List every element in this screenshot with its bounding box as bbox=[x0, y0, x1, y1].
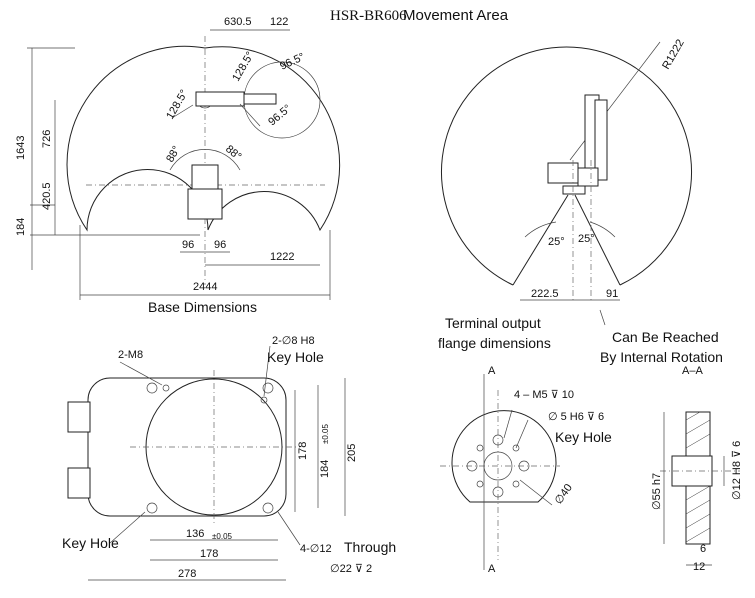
section-mark-top: A bbox=[488, 365, 496, 377]
dim-184-top: 184 bbox=[15, 218, 27, 236]
side-view-reach: R1222 25° 25° 222.5 91 bbox=[441, 37, 692, 301]
base-pin-hole-label: 2-∅8 H8 bbox=[272, 335, 315, 347]
angle-25-right: 25° bbox=[578, 233, 595, 245]
dim-178-horizontal: 178 bbox=[200, 548, 218, 560]
dim-122-top: 122 bbox=[270, 16, 288, 28]
tol-136: ±0.05 bbox=[212, 532, 233, 541]
dim-222-5: 222.5 bbox=[531, 288, 559, 300]
dim-2444: 2444 bbox=[193, 281, 217, 293]
key-hole-label-2: Key Hole bbox=[62, 535, 119, 551]
base-m8-label: 2-M8 bbox=[118, 349, 143, 361]
angle-96-5-bottom: 96.5° bbox=[266, 103, 293, 129]
reach-circle bbox=[441, 46, 692, 286]
dim-91: 91 bbox=[606, 288, 618, 300]
dim-12-h8: ∅12 H8 ⊽ 6 bbox=[731, 441, 743, 500]
flange-caption-line1: Terminal output bbox=[445, 315, 541, 331]
dim-278: 278 bbox=[178, 568, 196, 580]
dim-630-5: 630.5 bbox=[224, 16, 252, 28]
base-plan-view: 2-M8 2-∅8 H8 Key Hole 178 184 ±0.05 205 … bbox=[62, 335, 396, 581]
radius-r1222: R1222 bbox=[660, 37, 687, 71]
dim-96-left: 96 bbox=[182, 239, 194, 251]
hole-12-label: 4-∅12 bbox=[300, 543, 332, 555]
counterbore-label: ∅22 ⊽ 2 bbox=[330, 563, 372, 575]
dim-12-width: 12 bbox=[693, 561, 705, 573]
dim-1643: 1643 bbox=[15, 136, 27, 160]
dim-178-vertical: 178 bbox=[297, 442, 309, 460]
key-hole-label-1: Key Hole bbox=[267, 349, 324, 365]
section-a-a-view: A–A ∅55 h7 ∅12 H8 ⊽ 6 6 12 bbox=[651, 365, 743, 573]
flange-face-view: A A 4 – M5 ⊽ 10 ∅ 5 H6 ⊽ 6 Key Hole ∅40 bbox=[440, 365, 612, 575]
angle-128-5-top: 128.5° bbox=[230, 50, 256, 84]
section-mark-bottom: A bbox=[488, 563, 496, 575]
top-view-movement-area: 630.5 122 1643 726 420.5 184 96 96 1222 … bbox=[15, 16, 341, 300]
angle-128-5-left: 128.5° bbox=[164, 88, 190, 122]
angle-25-left: 25° bbox=[548, 236, 565, 248]
dim-184-vertical: 184 bbox=[319, 460, 331, 478]
internal-rotation-line2: By Internal Rotation bbox=[600, 349, 723, 365]
title-suffix: Movement Area bbox=[403, 7, 509, 24]
base-dimensions-caption: Base Dimensions bbox=[148, 299, 257, 315]
angle-96-5-top: 96.5° bbox=[278, 51, 306, 73]
tol-184: ±0.05 bbox=[321, 423, 330, 444]
dim-96-right: 96 bbox=[214, 239, 226, 251]
dim-420-5: 420.5 bbox=[41, 182, 53, 210]
dim-205: 205 bbox=[346, 444, 358, 462]
pin-5-label: ∅ 5 H6 ⊽ 6 bbox=[548, 411, 604, 423]
internal-rotation-line1: Can Be Reached bbox=[612, 329, 719, 345]
dim-6: 6 bbox=[700, 543, 706, 555]
flange-outline bbox=[451, 410, 557, 503]
dim-726: 726 bbox=[41, 130, 53, 148]
key-hole-label-3: Key Hole bbox=[555, 429, 612, 445]
reach-envelope bbox=[66, 45, 341, 232]
dim-136: 136 bbox=[186, 528, 204, 540]
dim-40: ∅40 bbox=[553, 482, 575, 507]
flange-caption-line2: flange dimensions bbox=[438, 335, 551, 351]
dim-1222-top: 1222 bbox=[270, 251, 294, 263]
angle-88-right: 88° bbox=[223, 143, 243, 163]
angle-88-left: 88° bbox=[164, 144, 183, 164]
dim-55-h7: ∅55 h7 bbox=[651, 473, 663, 510]
m5-label: 4 – M5 ⊽ 10 bbox=[514, 389, 574, 401]
title-model: HSR-BR606 bbox=[330, 8, 407, 24]
section-title: A–A bbox=[682, 365, 703, 377]
through-label: Through bbox=[344, 539, 396, 555]
